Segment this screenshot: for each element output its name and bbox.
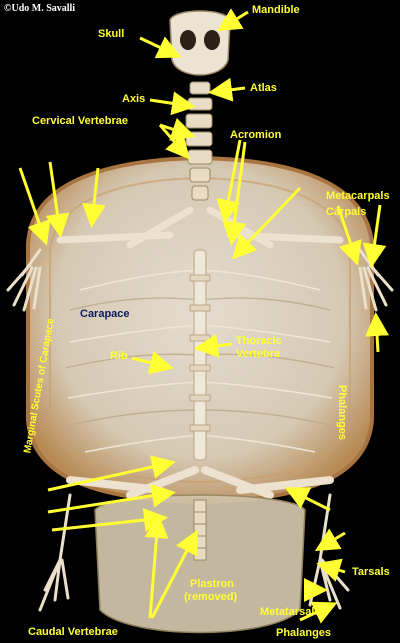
arrow-rib — [131, 350, 174, 375]
label-carpals: Carpals — [326, 206, 367, 218]
arrow-pelvis1 — [47, 455, 176, 492]
arrow-pelvis2 — [47, 483, 176, 514]
arrow-axis — [149, 91, 196, 116]
arrow-thoracic — [194, 333, 233, 358]
label-tarsals: Tarsals — [352, 566, 390, 578]
arrow-tarsals — [314, 528, 346, 552]
arrow-carpals — [362, 204, 387, 268]
label-metatarsals: Metatarsals — [260, 606, 321, 618]
arrow-marginal1 — [18, 167, 51, 246]
label-carapace: Carapace — [80, 308, 130, 320]
image-credit: ©Udo M. Savalli — [4, 3, 76, 14]
label-thoracic-vertebra-2: Vertebra — [236, 348, 281, 360]
label-cervical-vertebrae: Cervical Vertebrae — [32, 115, 129, 127]
label-mandible: Mandible — [252, 4, 300, 16]
arrow-phalanges-side — [365, 312, 390, 353]
arrow-acromion2 — [222, 141, 247, 246]
arrow-mandible — [216, 8, 249, 32]
arrow-atlas — [208, 77, 246, 102]
arrow-skull — [139, 36, 182, 59]
arrow-acromion — [216, 139, 242, 224]
label-skull: Skull — [98, 28, 125, 40]
arrow-metacarpals — [336, 205, 362, 266]
arrow-marginal2 — [45, 161, 70, 238]
arrow-marginal3 — [82, 167, 106, 228]
label-metacarpals: Metacarpals — [326, 190, 390, 202]
arrow-tarsals2 — [316, 558, 346, 582]
label-phalanges-bottom: Phalanges — [276, 627, 332, 639]
arrow-phalanges-bottom — [299, 601, 338, 624]
label-thoracic-vertebra-1: Thoracic — [236, 335, 282, 347]
label-phalanges-side: Phalanges — [336, 385, 348, 441]
label-plastron-2: (removed) — [184, 591, 238, 603]
arrow-cervical2 — [158, 124, 190, 160]
skull — [169, 10, 231, 76]
label-atlas: Atlas — [250, 82, 277, 94]
arrow-caudal2 — [150, 529, 198, 619]
arrow-pelvis4 — [284, 487, 331, 512]
label-acromion: Acromion — [230, 129, 282, 141]
label-rib: Rib — [110, 350, 128, 362]
label-caudal-vertebrae: Caudal Vertebrae — [28, 626, 118, 638]
arrow-pelvis3 — [51, 508, 168, 532]
arrow-caudal1 — [144, 514, 169, 619]
arrow-cervical — [159, 117, 196, 141]
label-axis: Axis — [122, 93, 146, 105]
label-plastron-1: Plastron — [190, 578, 235, 590]
arrow-acromion3 — [231, 186, 302, 260]
